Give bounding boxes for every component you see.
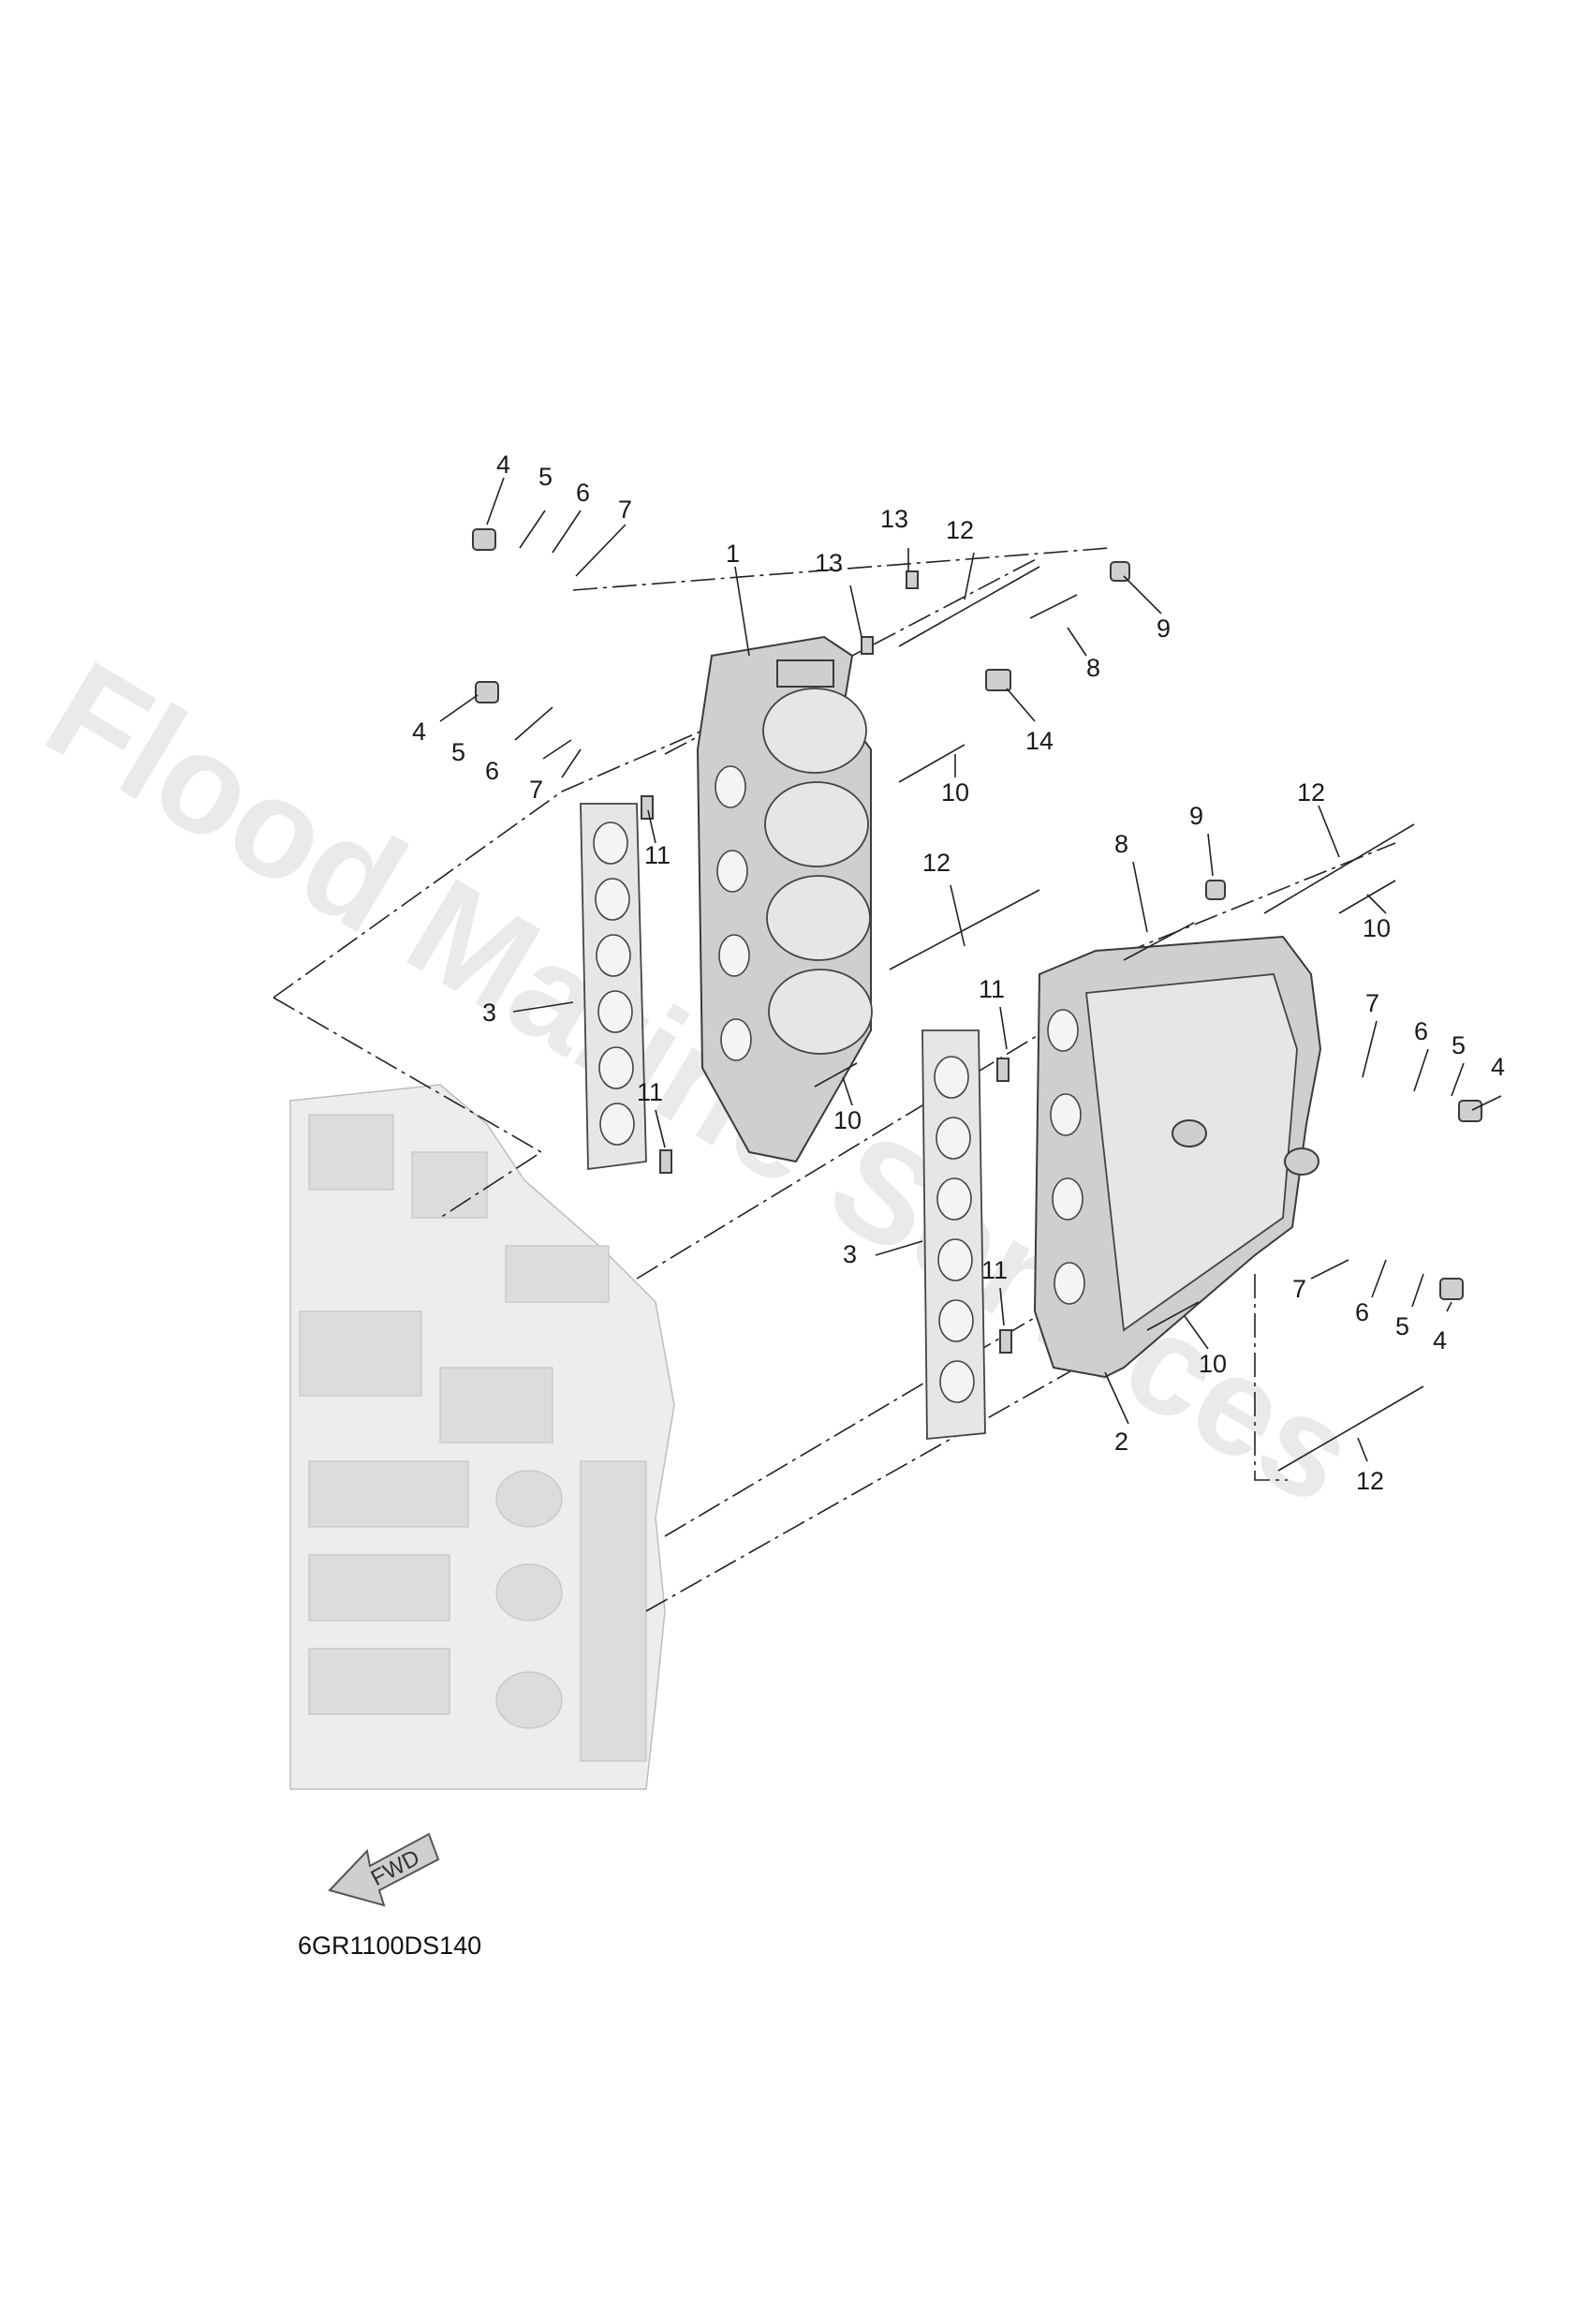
callout-1: 1 [726,540,740,568]
diagram-code: 6GR1100DS140 [298,1932,481,1960]
callout-10: 10 [833,1106,862,1134]
callout-7: 7 [1292,1275,1306,1303]
callout-10: 10 [1363,914,1391,942]
callout-5: 5 [1395,1312,1409,1340]
callout-6: 6 [1414,1017,1428,1045]
engine-block-background [289,1084,675,1790]
callout-9: 9 [1189,802,1203,830]
callout-7: 7 [618,496,632,524]
callout-3: 3 [843,1240,857,1268]
callout-12: 12 [922,849,951,877]
callout-12: 12 [1356,1467,1384,1495]
callout-4: 4 [1433,1326,1447,1354]
fwd-arrow-icon: FWD [328,1832,440,1907]
callout-leaders [439,477,1502,1462]
callout-5: 5 [538,463,553,491]
callout-10: 10 [941,778,969,807]
callout-9: 9 [1157,614,1171,643]
callout-11: 11 [637,1078,663,1106]
callout-4: 4 [1491,1053,1505,1081]
callout-11: 11 [979,975,1005,1003]
callout-7: 7 [529,776,543,804]
callout-14: 14 [1025,727,1054,755]
callout-8: 8 [1086,654,1100,682]
callout-12: 12 [946,516,974,544]
callout-8: 8 [1114,830,1128,858]
callout-4: 4 [412,718,426,746]
callout-10: 10 [1199,1350,1227,1378]
callout-5: 5 [1452,1031,1466,1059]
callout-13: 13 [880,505,908,533]
callout-11: 11 [644,841,671,869]
callout-7: 7 [1365,989,1379,1017]
callout-labels: 4 5 6 7 13 12 1 13 9 8 14 4 5 6 7 10 11 … [412,451,1505,1495]
callout-6: 6 [485,757,499,785]
callout-13: 13 [815,549,843,577]
callout-5: 5 [451,738,465,766]
callout-12: 12 [1297,778,1325,807]
gasket-left [580,803,647,1171]
callout-11: 11 [981,1256,1008,1284]
fasteners [472,528,1482,1472]
callout-2: 2 [1114,1428,1128,1456]
callout-4: 4 [496,451,510,479]
callout-3: 3 [482,999,496,1027]
intake-manifold-upper [696,635,873,1163]
intake-manifold-lower [1033,935,1322,1379]
callout-6: 6 [1355,1298,1369,1326]
gasket-right [921,1029,986,1440]
callout-6: 6 [576,479,590,507]
